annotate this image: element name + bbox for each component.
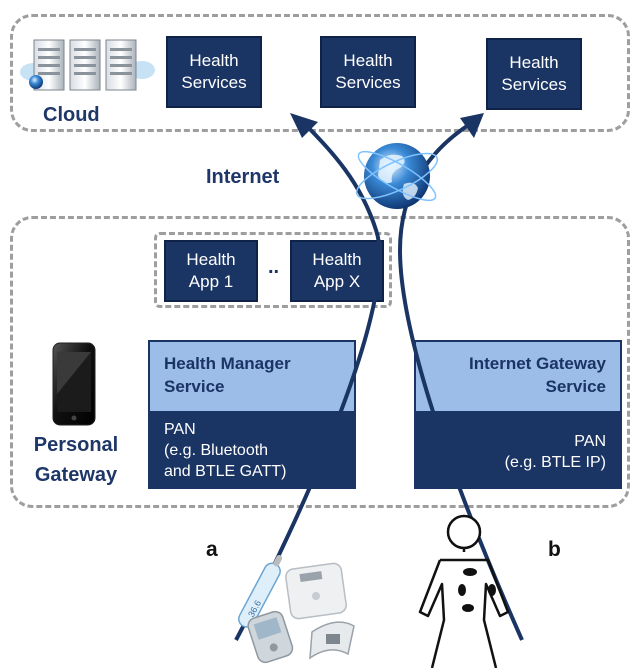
health-services-box-1: Health Services xyxy=(166,36,262,108)
personal-gateway-line2: Gateway xyxy=(34,464,118,486)
pan-line2: (e.g. Bluetooth xyxy=(164,442,269,459)
pan-line3: and BTLE GATT) xyxy=(164,463,287,480)
blood-pressure-cuff-icon xyxy=(309,621,355,660)
health-app-line2: App X xyxy=(313,272,361,291)
human-body-icon xyxy=(418,514,510,668)
scale-icon xyxy=(285,562,347,620)
health-app-line1: Health xyxy=(312,250,362,269)
path-label-b: b xyxy=(548,538,561,561)
health-manager-service-box: Health Manager Service xyxy=(148,340,356,413)
internet-gateway-service-box: Internet Gateway Service xyxy=(414,340,622,413)
health-services-line1: Health xyxy=(343,51,393,70)
personal-gateway-line1: Personal xyxy=(33,434,119,456)
personal-gateway-label: Personal Gateway xyxy=(24,430,128,490)
thermometer-icon: 36.6 xyxy=(238,555,283,628)
path-label-a: a xyxy=(206,538,218,561)
health-services-box-2: Health Services xyxy=(320,36,416,108)
health-services-line1: Health xyxy=(189,51,239,70)
svg-text:36.6: 36.6 xyxy=(246,599,263,619)
health-app-x-box: Health App X xyxy=(290,240,384,302)
glucose-meter-icon xyxy=(247,610,294,664)
health-manager-pan-box: PAN (e.g. Bluetooth and BTLE GATT) xyxy=(148,413,356,489)
health-services-line2: Services xyxy=(501,75,567,94)
health-services-line1: Health xyxy=(509,53,559,72)
health-services-box-3: Health Services xyxy=(486,38,582,110)
internet-label: Internet xyxy=(206,166,280,188)
internet-gateway-line2: Service xyxy=(545,377,607,396)
pan-line1: PAN xyxy=(164,421,196,438)
pan-line2: (e.g. BTLE IP) xyxy=(504,454,606,471)
health-app-line2: App 1 xyxy=(188,272,234,291)
health-manager-line1: Health Manager xyxy=(164,354,291,373)
health-app-1-box: Health App 1 xyxy=(164,240,258,302)
internet-gateway-line1: Internet Gateway xyxy=(469,354,606,373)
health-manager-line2: Service xyxy=(164,377,225,396)
health-services-line2: Services xyxy=(335,73,401,92)
wearable-sensors xyxy=(458,568,496,612)
cloud-label: Cloud xyxy=(43,104,100,126)
apps-separator: .. xyxy=(268,256,280,278)
internet-gateway-pan-box: PAN (e.g. BTLE IP) xyxy=(414,413,622,489)
globe-icon xyxy=(355,143,439,209)
pan-line1: PAN xyxy=(574,433,606,450)
health-services-line2: Services xyxy=(181,73,247,92)
health-app-line1: Health xyxy=(186,250,236,269)
